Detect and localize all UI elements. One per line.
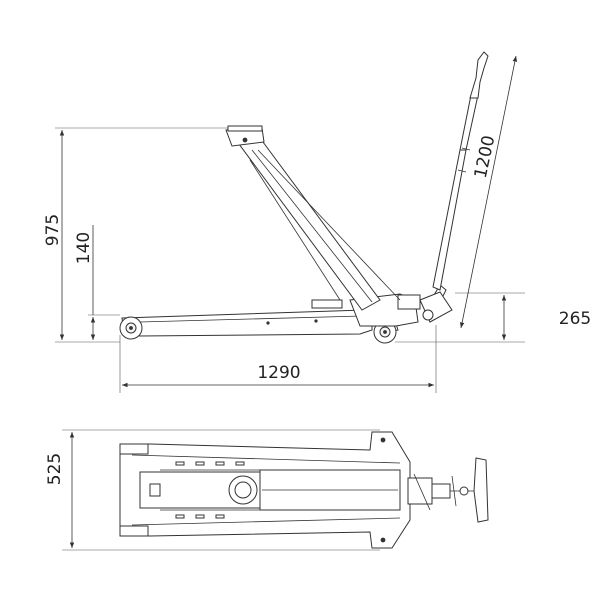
caster-hole-1 [380, 437, 386, 443]
slot-4 [235, 461, 245, 466]
top-pump-pin [431, 483, 451, 499]
top-view: 525 [45, 429, 489, 551]
slot-5 [175, 514, 185, 519]
top-pump [407, 477, 433, 505]
lifting-arm-link [249, 159, 341, 301]
handle-upper [459, 94, 479, 151]
caster-wheel-axle [383, 330, 387, 334]
slot-1 [175, 461, 185, 466]
chassis-bolt [266, 321, 270, 325]
caster-hole-2 [380, 537, 386, 543]
cylinder-top [311, 299, 343, 309]
handle-collar [457, 169, 467, 173]
top-handle-knob [459, 486, 469, 496]
chassis-frame [121, 309, 373, 337]
dim-width: 525 [45, 453, 65, 485]
lifting-arm-link-2 [257, 149, 401, 301]
front-roller-bottom [119, 525, 149, 537]
handle-pivot [422, 309, 434, 321]
slot-2 [195, 461, 205, 466]
dim-length: 1290 [257, 363, 300, 383]
lifting-arm-inner [251, 149, 373, 303]
dim-side-height: 265 [559, 309, 591, 329]
top-small-block [149, 483, 161, 497]
chassis-bolt-2 [314, 319, 318, 323]
top-handle-grip [473, 457, 489, 523]
handle-collar-2 [461, 147, 471, 151]
slot-3 [215, 461, 225, 466]
handle-grip [469, 51, 489, 99]
top-frame-inner-top [131, 454, 401, 464]
dim-handle-length: 1200 [471, 134, 500, 180]
top-pump-line [413, 473, 431, 511]
slot-7 [215, 514, 225, 519]
saddle-top [227, 125, 263, 132]
side-view: 975 140 1200 265 1290 [43, 51, 591, 393]
pump-block [397, 294, 421, 310]
slot-6 [195, 514, 205, 519]
dim-min-height: 140 [74, 232, 94, 264]
top-saddle-inner [234, 481, 252, 499]
front-roller-top [119, 443, 149, 455]
dim-overall-height: 975 [43, 214, 63, 246]
saddle-pin [242, 137, 248, 143]
chassis-inner-line [139, 315, 363, 323]
front-wheel-axle [129, 326, 133, 330]
top-frame-inner-bottom [131, 517, 401, 526]
top-handle-tbar [451, 475, 457, 507]
dimension-line-1200 [459, 55, 518, 329]
